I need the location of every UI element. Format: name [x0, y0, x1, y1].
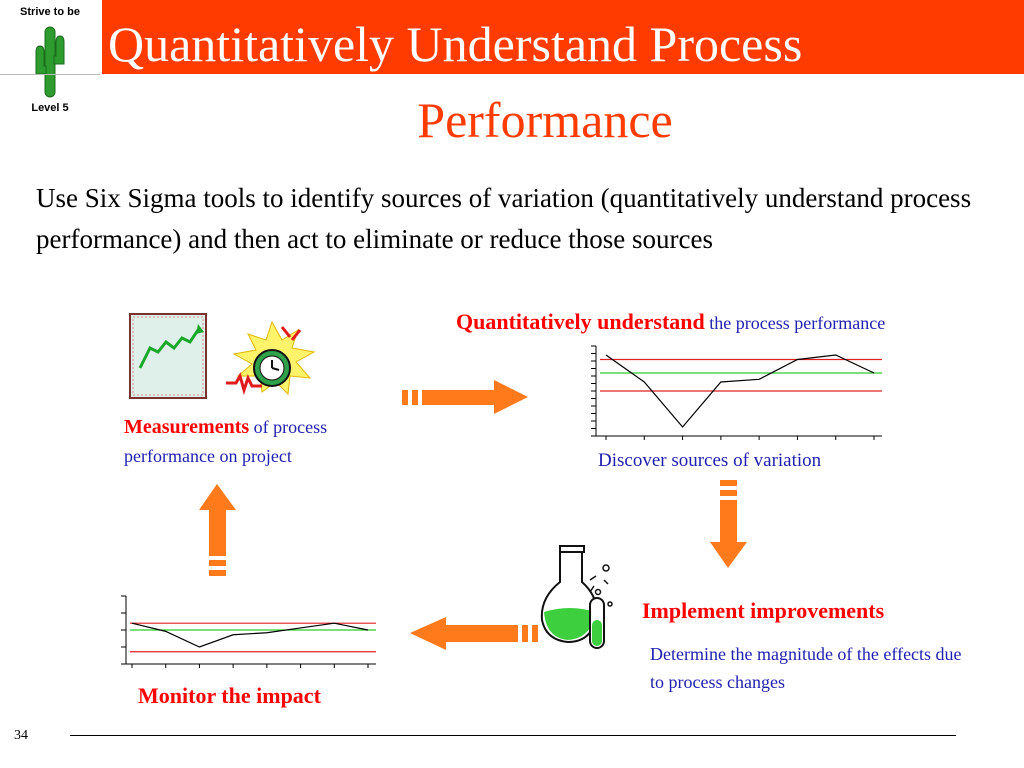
- implement-detail: Determine the magnitude of the effects d…: [650, 644, 962, 692]
- title-line-2: Performance: [417, 92, 673, 148]
- chart-series-line: [131, 622, 369, 648]
- arrow-to-measurements: [199, 484, 236, 576]
- arrow-to-monitor: [410, 617, 538, 650]
- control-chart-top: [591, 345, 882, 440]
- discover-label: Discover sources of variation: [598, 450, 822, 471]
- chart-series-line: [605, 354, 875, 428]
- trend-graph-icon: [129, 313, 207, 399]
- monitor-label: Monitor the impact: [138, 683, 321, 708]
- understand-emphasis: Quantitatively understand: [456, 309, 705, 334]
- control-chart-bottom: [121, 595, 376, 668]
- title-bar: [102, 0, 1024, 74]
- logo-bottom-text: Level 5: [31, 102, 69, 114]
- body-text: Use Six Sigma tools to identify sources …: [36, 183, 972, 254]
- alarm-clock-icon: [226, 320, 316, 396]
- measurements-label: Measurements of process performance on p…: [124, 413, 414, 471]
- logo-top-text: Strive to be: [20, 6, 80, 18]
- title-line-1: Quantitatively Understand Process: [108, 16, 803, 72]
- measurements-emphasis: Measurements: [124, 416, 250, 438]
- footer-rule: [70, 735, 956, 736]
- understand-label: Quantitatively understand the process pe…: [456, 309, 1016, 335]
- logo-divider: [0, 74, 100, 75]
- understand-rest: the process performance: [704, 313, 886, 333]
- measurements-rest: of process performance on project: [124, 417, 328, 466]
- test-tube-icon: [589, 597, 605, 649]
- arrow-to-implement: [710, 480, 747, 568]
- arrow-to-understand: [402, 380, 528, 414]
- page-number: 34: [14, 728, 28, 743]
- implement-label: Implement improvements: [642, 598, 885, 623]
